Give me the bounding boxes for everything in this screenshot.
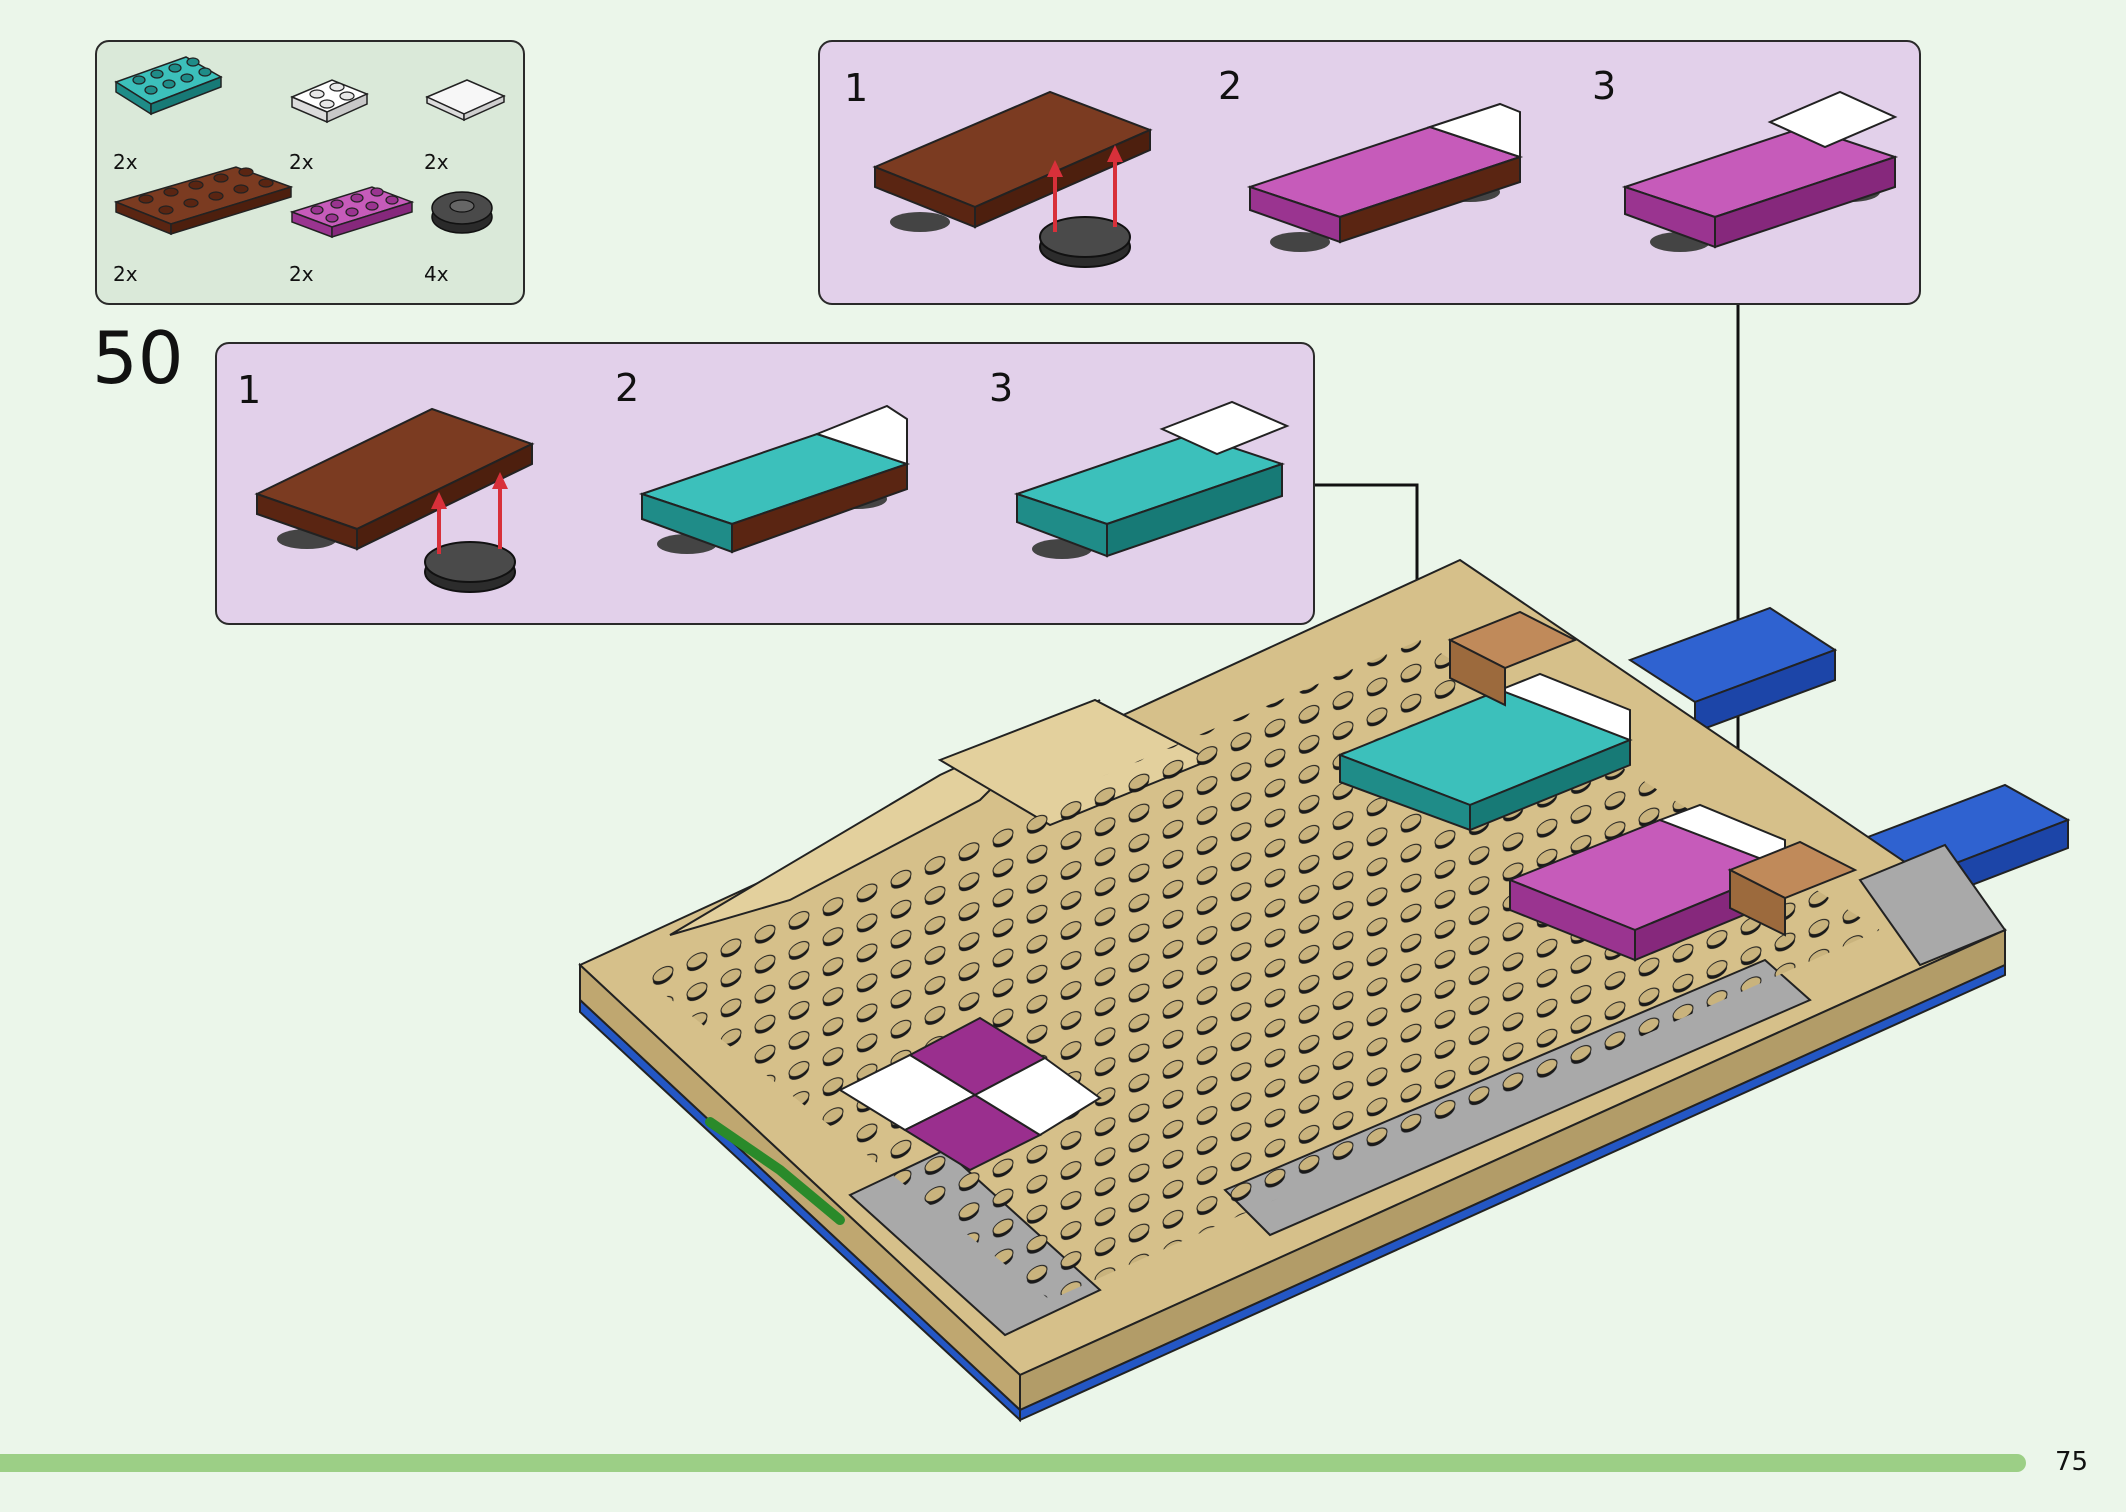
brown-plate-with-round-plates-illustration — [254, 407, 535, 593]
placed-teal-bed — [1337, 672, 1633, 832]
substep-number: 2 — [1218, 64, 1243, 108]
quantity-label: 2x — [113, 262, 138, 286]
checker-floor — [837, 1016, 1102, 1172]
white-tile-icon — [425, 79, 506, 122]
brown-plate-icon — [113, 166, 294, 236]
teal-white-tile-assembly-illustration — [1013, 400, 1290, 559]
quantity-label: 2x — [424, 150, 449, 174]
substep-number: 1 — [237, 368, 262, 412]
teal-substep-illustrations — [254, 400, 1290, 593]
subassembly-callout-teal: 1 2 3 — [215, 342, 1315, 625]
quantity-label: 2x — [113, 150, 138, 174]
inventory-item-white-tile: 2x — [422, 72, 552, 192]
green-hose — [705, 1117, 845, 1225]
brown-plate-with-round-plates-illustration — [872, 90, 1153, 268]
teal-plate-icon — [114, 56, 223, 116]
inventory-item-white-plate: 2x — [287, 72, 417, 192]
substep-number: 3 — [1592, 64, 1617, 108]
magenta-white-tile-assembly-illustration — [1621, 90, 1899, 252]
substep-number: 2 — [615, 366, 640, 410]
inventory-item-magenta-plate: 2x — [287, 182, 417, 302]
magenta-substep-illustrations — [872, 90, 1899, 268]
subassembly-callout-magenta: 1 2 3 — [818, 40, 1921, 305]
round-plate-icon — [431, 191, 493, 234]
step-number: 50 — [92, 316, 184, 400]
magenta-white-assembly-illustration — [1246, 102, 1524, 252]
quantity-label: 4x — [424, 262, 449, 286]
quantity-label: 2x — [289, 150, 314, 174]
inventory-item-teal-plate: 2x — [111, 52, 241, 174]
footer-bar — [0, 1454, 2026, 1472]
magenta-plate-icon — [289, 186, 415, 239]
substep-number: 3 — [989, 366, 1014, 410]
teal-white-assembly-illustration — [638, 404, 911, 554]
parts-inventory: 2x 2x 2x 2x — [95, 40, 525, 305]
inventory-item-round-plate: 4x — [422, 172, 552, 292]
white-plate-icon — [290, 79, 369, 124]
substep-number: 1 — [844, 66, 869, 110]
nightstands — [1447, 610, 1858, 937]
inventory-item-brown-plate: 2x — [111, 162, 294, 286]
page-number: 75 — [2055, 1447, 2089, 1477]
quantity-label: 2x — [289, 262, 314, 286]
